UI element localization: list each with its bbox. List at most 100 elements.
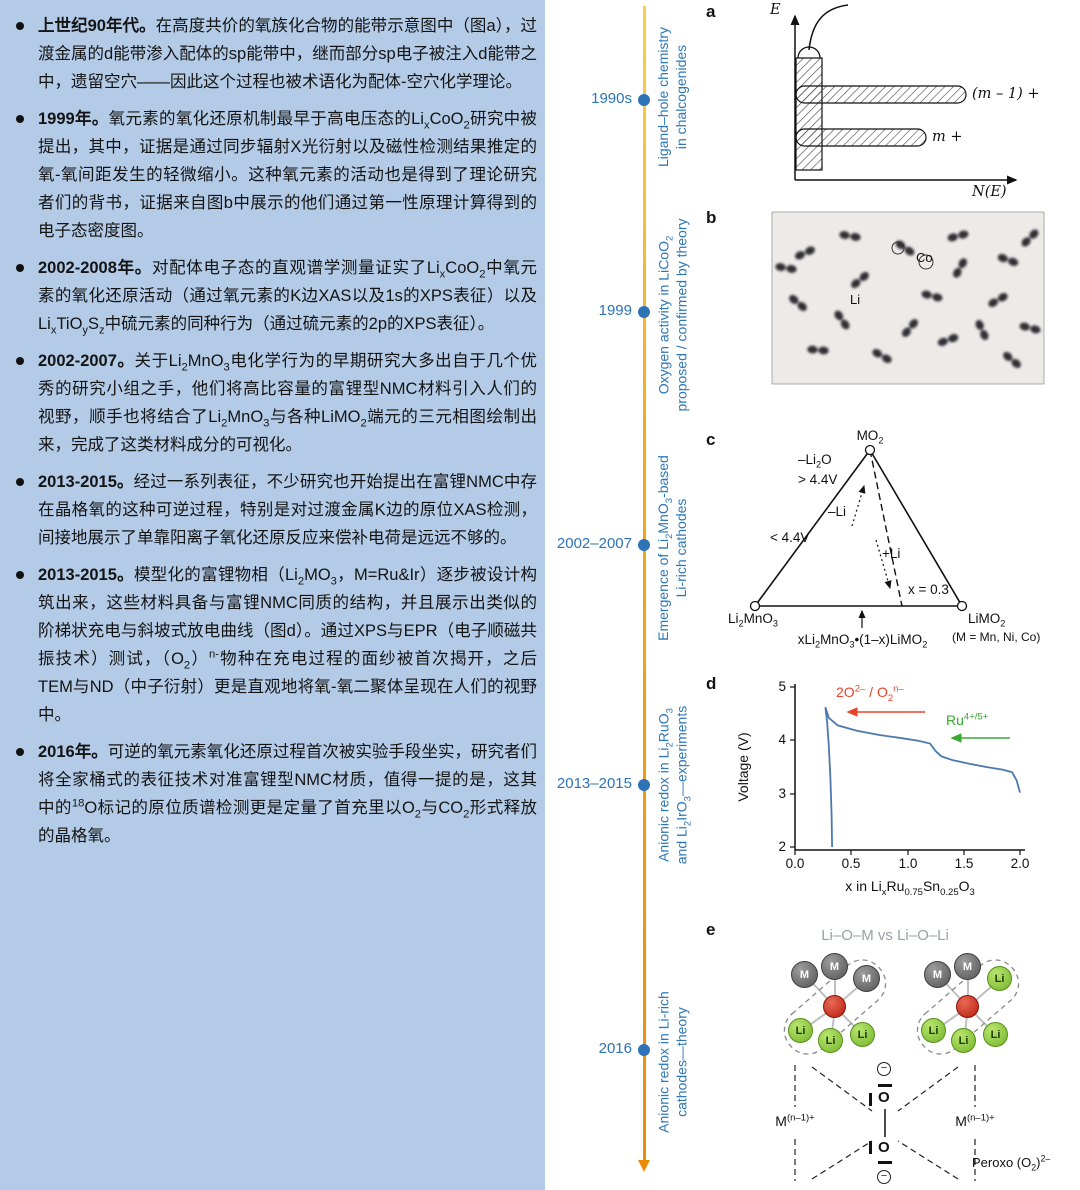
m-atom: M	[924, 961, 951, 988]
timeline-label-line: Oxygen activity in LiCoO2	[655, 235, 676, 395]
m-atom: M	[821, 953, 848, 980]
minus-li2o-label: –Li2O	[798, 452, 832, 470]
timeline-label-line: Emergence of Li2MnO3-based	[655, 455, 675, 641]
note-body: 模型化的富锂物相（Li2MO3，M=Ru&Ir）逐步被设计构筑出来，这些材料具备…	[38, 566, 538, 724]
ternary-diagram-graphic	[749, 444, 968, 628]
note-head: 2013-2015。	[38, 566, 134, 584]
note-body: 氧元素的氧化还原机制最早于高电压态的LixCoO2研究中被提出，其中，证据是通过…	[38, 110, 537, 240]
note-item: 2002-2007。关于Li2MnO3电化学行为的早期研究大多出自于几个优秀的研…	[12, 347, 537, 459]
lt-44v-label: < 4.4V	[770, 530, 810, 545]
tie-line	[869, 449, 903, 607]
corner-label-limo2: LiMO2	[968, 611, 1006, 629]
timeline-label: Oxygen activity in LiCoO2 proposed / con…	[655, 198, 691, 433]
panel-b-letter: b	[706, 208, 717, 227]
bullet-icon	[16, 22, 24, 30]
note-item: 2013-2015。模型化的富锂物相（Li2MO3，M=Ru&Ir）逐步被设计构…	[12, 561, 537, 729]
x03-label: x = 0.3	[908, 582, 949, 597]
bullet-icon	[16, 357, 24, 365]
timeline-year: 2002–2007	[556, 535, 632, 552]
panel-e-letter: e	[706, 920, 716, 939]
marked-site-circle	[918, 254, 934, 270]
voltage-plot-graphic	[790, 684, 1025, 855]
note-head: 2002-2008年。	[38, 259, 152, 277]
band-bar-m	[795, 128, 927, 147]
cluster-diagram-graphic	[783, 959, 1020, 1181]
band-arc	[797, 46, 821, 59]
note-body: 可逆的氧元素氧化还原过程首次被实验手段坐实，研究者们将全家桶式的表征技术对准富锂…	[38, 743, 538, 845]
note-body: 在高度共价的氧族化合物的能带示意图中（图a），过渡金属的d能带渗入配体的sp能带…	[38, 17, 537, 91]
note-head: 1999年。	[38, 110, 109, 128]
x-tick-label: 1.5	[954, 856, 974, 871]
li-atom: Li	[921, 1018, 946, 1043]
co-atom-label: Co	[916, 250, 933, 265]
note-item: 2016年。可逆的氧元素氧化还原过程首次被实验手段坐实，研究者们将全家桶式的表征…	[12, 738, 537, 850]
timeline-year: 1999	[598, 302, 632, 319]
ternary-triangle	[753, 448, 964, 607]
timeline-label-line: Anionic redox in Li-rich	[655, 991, 672, 1133]
timeline-dot	[638, 306, 650, 318]
timeline-label: Emergence of Li2MnO3-based Li-rich catho…	[654, 438, 690, 658]
timeline-dot	[638, 539, 650, 551]
cluster-heading: Li–O–M vs Li–O–Li	[821, 927, 949, 944]
timeline-label-line: Li-rich cathodes	[673, 498, 689, 598]
note-item: 上世纪90年代。在高度共价的氧族化合物的能带示意图中（图a），过渡金属的d能带渗…	[12, 12, 537, 96]
vertex-limo2	[956, 600, 968, 612]
note-item: 2013-2015。经过一系列表征，不少研究也开始提出在富锂NMC中存在晶格氧的…	[12, 468, 537, 552]
note-body: 关于Li2MnO3电化学行为的早期研究大多出自于几个优秀的研究小组之手，他们将高…	[38, 352, 538, 454]
notes-panel: 上世纪90年代。在高度共价的氧族化合物的能带示意图中（图a），过渡金属的d能带渗…	[0, 0, 545, 1190]
timeline-label: Anionic redox in Li2RuO3 and Li2IrO3—exp…	[655, 673, 694, 898]
density-map-graphic	[771, 211, 1045, 385]
vertex-li2mno3	[749, 600, 761, 612]
x-tick-label: 0.0	[785, 856, 805, 871]
note-item: 1999年。氧元素的氧化还原机制最早于高电压态的LixCoO2研究中被提出，其中…	[12, 105, 537, 245]
li-atom-label: Li	[850, 292, 861, 307]
composition-formula: xLi2MnO3•(1–x)LiMO2	[797, 632, 928, 650]
panel-e: e Li–O–M vs Li–O–Li M M M Li Li Li M M L…	[700, 915, 1080, 1190]
ne-axis-label: N(E)	[972, 184, 1007, 200]
y-axis-label: Voltage (V)	[735, 732, 751, 802]
x-tick-label: 0.5	[841, 856, 861, 871]
oxygen-redox-annotation: 2O2– / O2n–	[836, 683, 904, 704]
lithiation-arrow	[875, 539, 892, 590]
li-atom: Li	[951, 1028, 976, 1053]
panel-a-letter: a	[706, 2, 716, 21]
oxygen-atom	[956, 995, 979, 1018]
band-diagram-graphic	[790, 4, 1018, 185]
timeline-label-line: and Li2IrO3—experiments	[673, 705, 694, 865]
apex-label-mo2: MO2	[856, 428, 884, 446]
bullet-icon	[16, 571, 24, 579]
m-atom: M	[853, 965, 880, 992]
bullet-icon	[16, 264, 24, 272]
band-bar-m1	[795, 85, 967, 104]
vertex-mo2	[864, 444, 876, 456]
oxygen-atom	[823, 995, 846, 1018]
y-tick-label: 3	[778, 786, 786, 801]
panel-c-letter: c	[706, 430, 716, 449]
y-tick-label: 4	[778, 732, 786, 747]
timeline-dot	[638, 1044, 650, 1056]
lone-pair-bars	[869, 1084, 892, 1164]
timeline-label: Ligand–hole chemistry in chalcogenides	[654, 12, 690, 182]
timeline-year: 1990s	[591, 90, 632, 107]
m-atom: M	[791, 961, 818, 988]
timeline-line	[643, 6, 646, 1160]
peroxo-label: Peroxo (O2)2–	[972, 1153, 1051, 1173]
timeline-label-line: in chalcogenides	[673, 44, 689, 150]
axis-highlight-box	[783, 959, 887, 1055]
note-body: 对配体电子态的直观谱学测量证实了LixCoO2中氧元素的氧化还原活动（通过氧元素…	[38, 259, 538, 337]
li-atom: Li	[983, 1022, 1008, 1047]
y-tick-label: 5	[778, 679, 786, 694]
d-band	[795, 57, 823, 171]
timeline-label-line: cathodes—theory	[673, 1007, 690, 1117]
corner-label-li2mno3: Li2MnO3	[728, 611, 778, 629]
li-atom: Li	[818, 1028, 843, 1053]
panel-d: d 5 4 3 2 0.0 0.5 1.0 1.5 2.0 Voltage (V…	[700, 672, 1080, 912]
panel-d-letter: d	[706, 674, 717, 693]
metal-ion-left: M(n–1)+	[775, 1112, 815, 1129]
timeline-dot	[638, 779, 650, 791]
bullet-icon	[16, 115, 24, 123]
li-atom: Li	[987, 966, 1012, 991]
bullet-icon	[16, 478, 24, 486]
axis-highlight-box	[916, 959, 1020, 1055]
